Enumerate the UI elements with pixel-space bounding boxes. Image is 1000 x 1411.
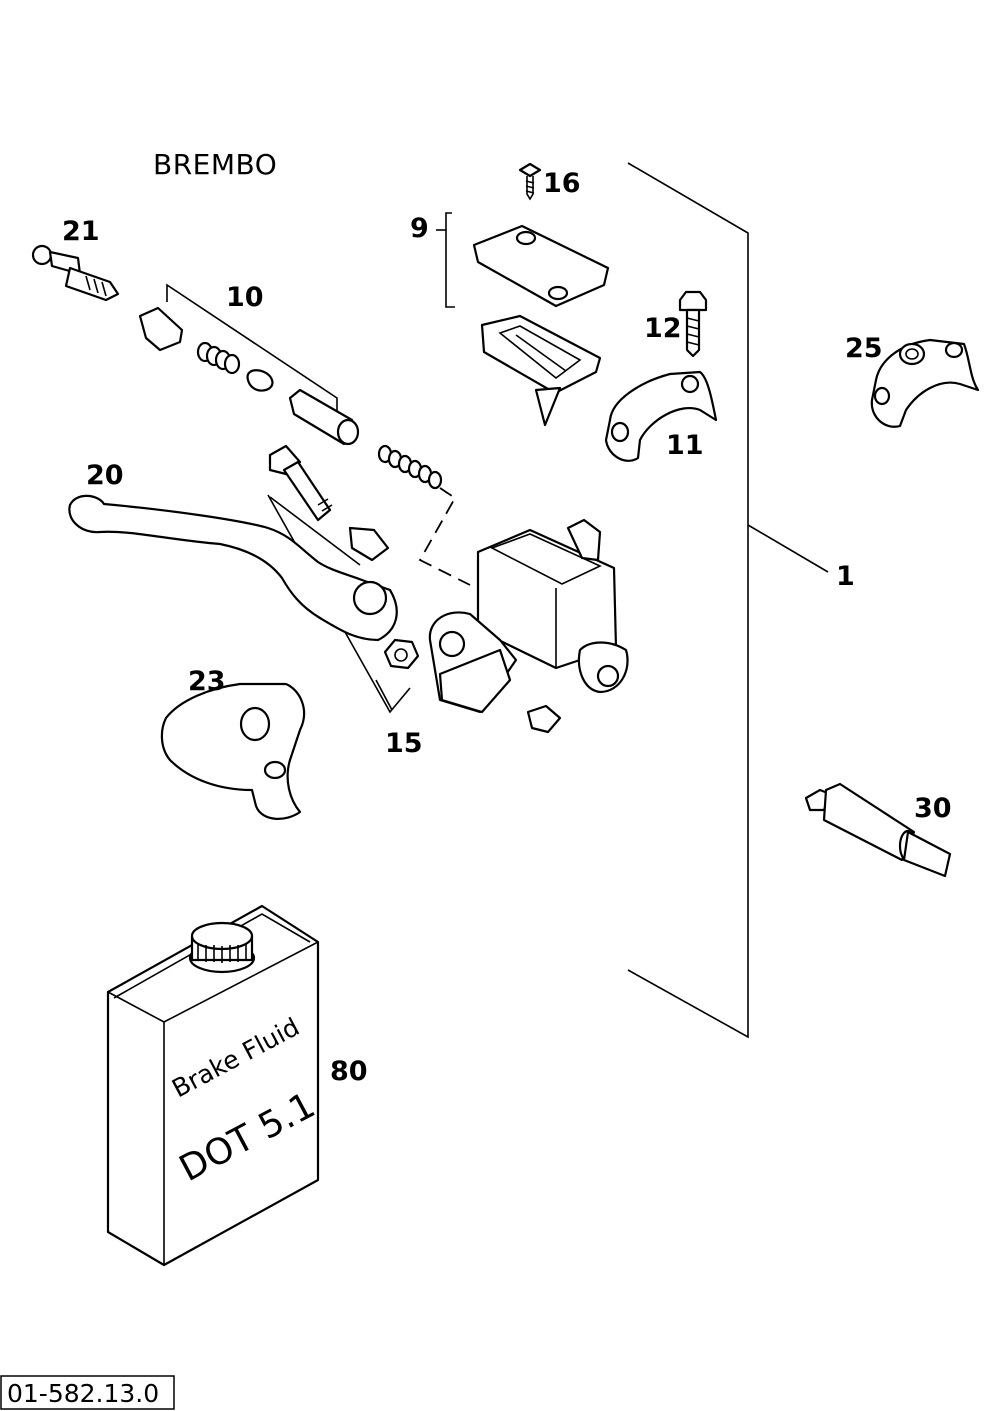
label-part-16: 16 (543, 168, 581, 199)
label-part-15: 15 (385, 728, 423, 759)
part-1-master-cylinder (428, 518, 629, 734)
label-part-80: 80 (330, 1056, 368, 1087)
reference-box: 01-582.13.0 (0, 1375, 175, 1410)
part-12-bolt (678, 290, 708, 358)
label-part-23: 23 (188, 666, 226, 697)
label-part-20: 20 (86, 460, 124, 491)
assembly-bracket (627, 162, 829, 1039)
part-10-piston-kit (138, 283, 443, 490)
brand-title: BREMBO (153, 148, 277, 181)
part-25-clamp (870, 338, 980, 428)
part-16-screw (518, 162, 542, 201)
part-15-pivot-bolt (267, 444, 420, 714)
label-part-30: 30 (914, 793, 952, 824)
label-part-10: 10 (226, 282, 264, 313)
part-9-reservoir-cover (436, 212, 610, 427)
label-part-1: 1 (836, 561, 855, 592)
label-part-9: 9 (410, 213, 429, 244)
label-part-21: 21 (62, 216, 100, 247)
part-11-clamp (604, 370, 718, 462)
part-20-lever (68, 494, 398, 642)
label-part-12: 12 (644, 313, 682, 344)
reference-number: 01-582.13.0 (7, 1379, 159, 1408)
part-23-clamp (160, 682, 306, 820)
label-part-11: 11 (666, 430, 704, 461)
part-80-brake-fluid-can: Brake Fluid DOT 5.1 (106, 904, 322, 1267)
part-30-hose (804, 782, 952, 878)
assembly-dash-line (418, 487, 471, 586)
label-part-25: 25 (845, 333, 883, 364)
part-21-adjuster (31, 244, 120, 302)
